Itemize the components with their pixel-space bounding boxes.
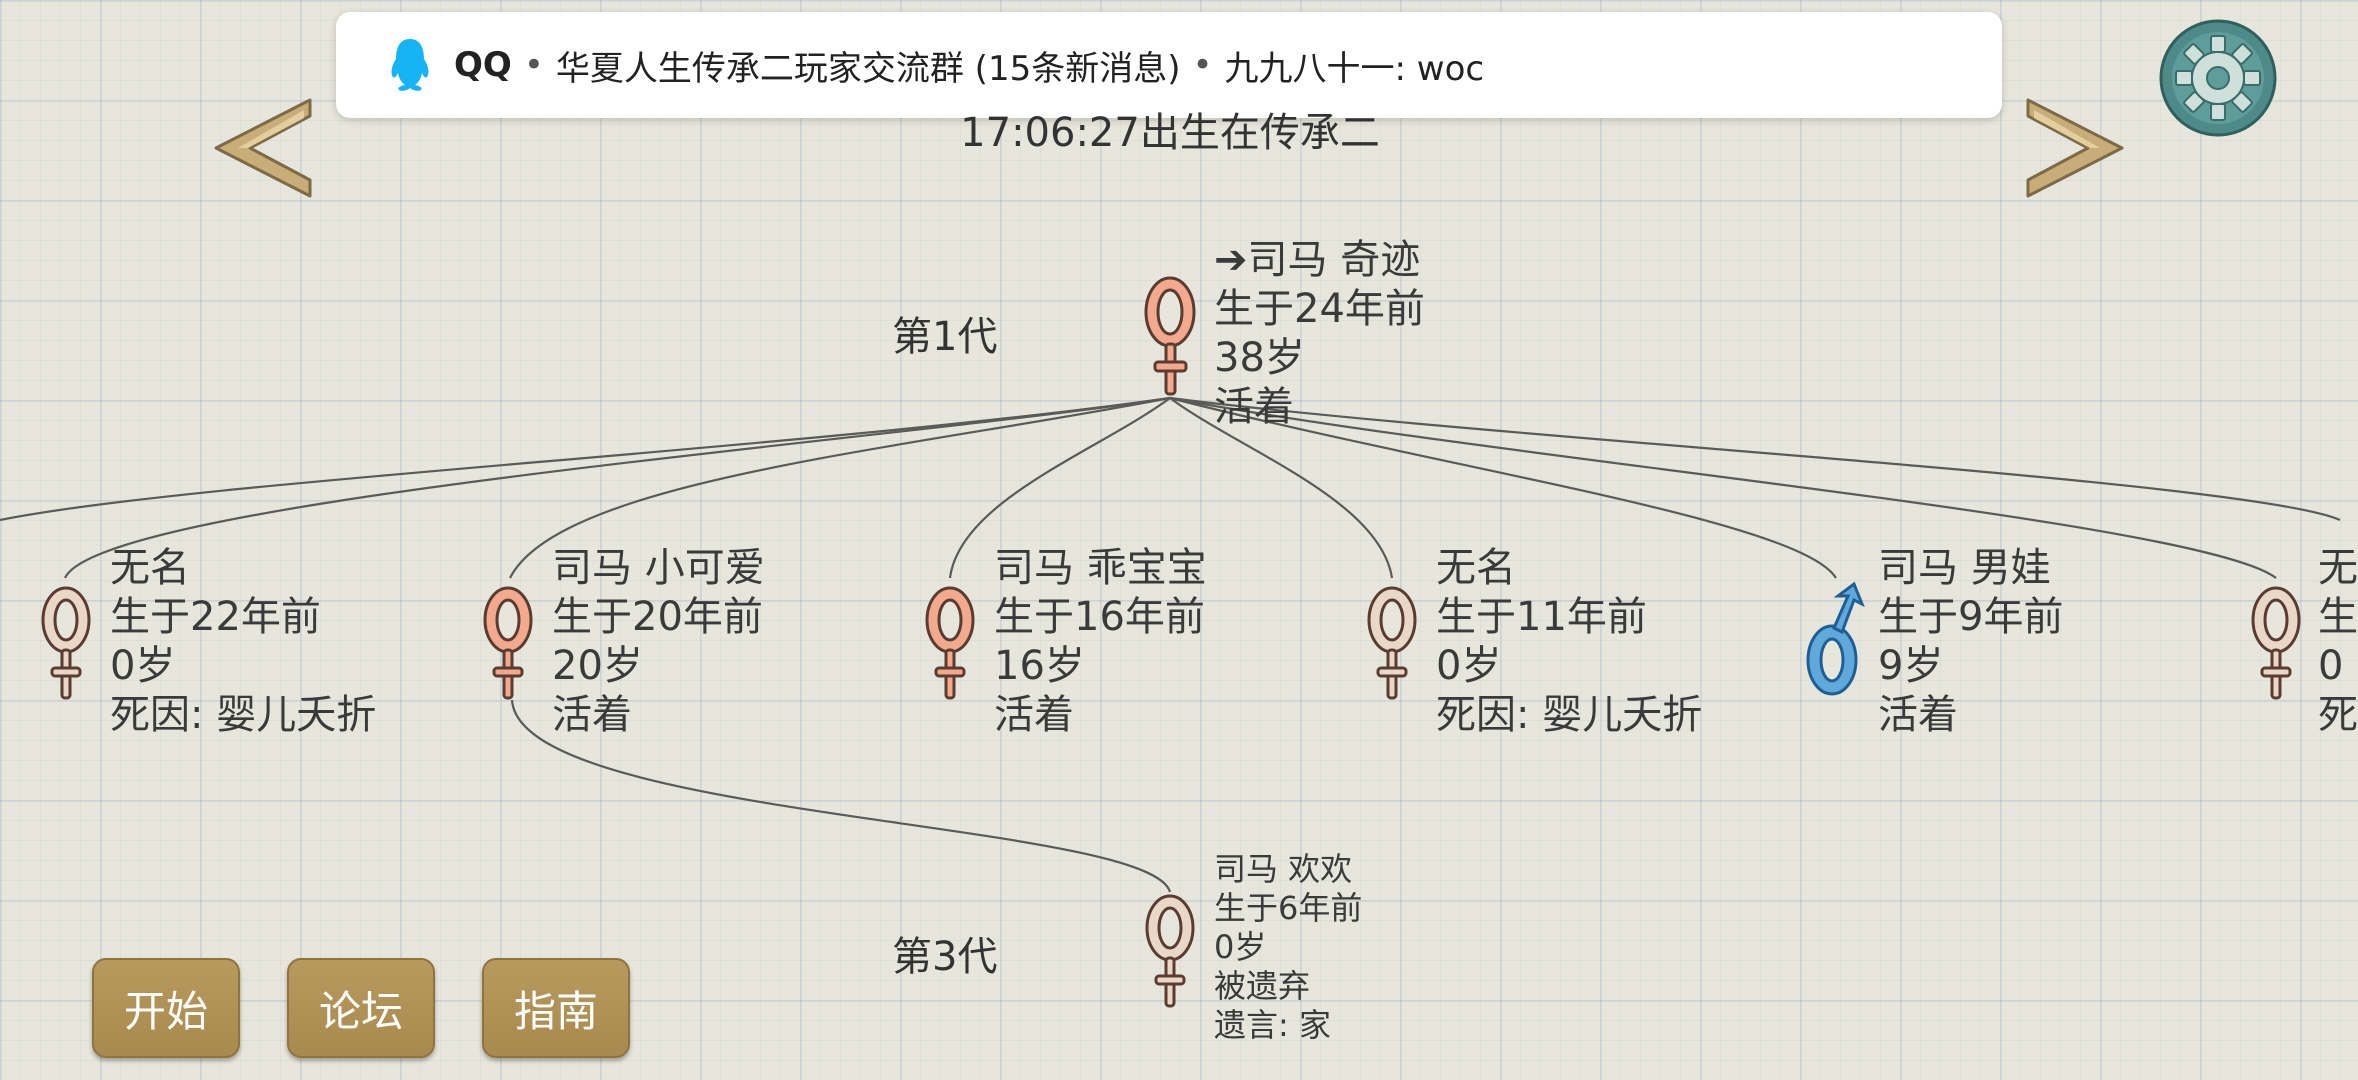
tree-line [1169,397,1394,579]
person-birth: 生于9年前 [1878,594,2064,640]
female-symbol-icon [925,586,975,700]
person-name: 无 [2318,545,2358,591]
person-age: 9岁 [1878,643,1944,689]
person-name: 无名 [1436,545,1516,591]
person-cause: 死 [2318,692,2358,738]
person-birth: 生于11年前 [1436,594,1647,640]
guide-button[interactable]: 指南 [482,958,630,1058]
tree-line [0,396,1171,522]
tree-line [510,699,1172,893]
person-birth: 生于6年前 [1214,889,1363,927]
person-status: 活着 [552,692,632,738]
person-name: 司马 男娃 [1878,545,2051,591]
notification-message: 九九八十一: woc [1224,48,1485,89]
chevron-right-icon[interactable] [2022,96,2126,200]
person-birth: 生于24年前 [1214,286,1425,332]
page-subtitle: 17:06:27出生在传承二 [960,110,1380,156]
person-age: 16岁 [994,643,1085,689]
person-birth: 生于22年前 [110,594,321,640]
person-node[interactable]: 司马 乖宝宝 生于16年前 16岁 活着 [922,544,1282,744]
chevron-left-icon[interactable] [212,96,316,200]
person-info: 无名 生于22年前 0岁 死因: 婴儿夭折 [110,544,376,740]
person-age: 0岁 [1214,928,1267,966]
tree-line [948,397,1171,579]
female-symbol-icon [41,586,91,700]
person-status: 活着 [1214,384,1294,430]
notification-group: 华夏人生传承二玩家交流群 (15条新消息) [555,48,1181,89]
person-name: 司马 乖宝宝 [994,545,1207,591]
person-age: 20岁 [552,643,643,689]
person-info: 无 生 0 死 [2318,544,2358,740]
notification-separator: • [1192,45,1213,85]
tree-line [64,396,1171,579]
tree-line [509,396,1171,579]
forum-button[interactable]: 论坛 [287,958,435,1058]
generation-label: 第1代 [892,314,998,360]
person-birth: 生 [2318,594,2358,640]
person-info: ➔司马 奇迹 生于24年前 38岁 活着 [1214,236,1425,432]
gear-icon[interactable] [2158,18,2278,138]
person-node[interactable]: 无 生 0 死 [2248,544,2358,744]
person-cause: 死因: 婴儿夭折 [110,692,377,738]
tree-line [1169,396,1837,579]
tree-line [1169,396,2341,522]
person-age: 0岁 [110,643,176,689]
person-node[interactable]: 司马 男娃 生于9年前 9岁 活着 [1804,544,2124,744]
female-symbol-icon [483,586,533,700]
person-info: 司马 男娃 生于9年前 9岁 活着 [1878,544,2063,740]
female-symbol-icon [1145,894,1195,1008]
person-name: ➔司马 奇迹 [1214,237,1421,283]
person-age: 38岁 [1214,335,1305,381]
person-birth: 生于20年前 [552,594,763,640]
person-age: 0岁 [1436,643,1502,689]
person-status: 活着 [1878,692,1958,738]
female-symbol-icon [1144,276,1196,396]
person-name: 司马 欢欢 [1214,850,1353,888]
generation-label: 第3代 [892,934,998,980]
person-status: 活着 [994,692,1074,738]
person-last-words: 遗言: 家 [1214,1006,1331,1044]
person-node[interactable]: 司马 小可爱 生于20年前 20岁 活着 [480,544,840,744]
start-button[interactable]: 开始 [92,958,240,1058]
person-node[interactable]: ➔司马 奇迹 生于24年前 38岁 活着 [1140,236,1480,436]
female-symbol-icon [1367,586,1417,700]
female-symbol-icon [2251,586,2301,700]
person-cause: 死因: 婴儿夭折 [1436,692,1703,738]
notification-banner[interactable]: QQ • 华夏人生传承二玩家交流群 (15条新消息) • 九九八十一: woc [336,12,2002,118]
person-age: 0 [2318,643,2344,689]
notification-separator: • [523,45,544,85]
person-info: 司马 乖宝宝 生于16年前 16岁 活着 [994,544,1207,740]
qq-penguin-icon [391,39,429,91]
person-name: 司马 小可爱 [552,545,765,591]
person-info: 司马 小可爱 生于20年前 20岁 活着 [552,544,765,740]
person-status: 被遗弃 [1214,967,1311,1005]
person-name: 无名 [110,545,190,591]
person-node[interactable]: 司马 欢欢 生于6年前 0岁 被遗弃 遗言: 家 [1142,850,1402,1060]
person-info: 司马 欢欢 生于6年前 0岁 被遗弃 遗言: 家 [1214,850,1362,1045]
notification-app-name: QQ [454,45,512,85]
person-node[interactable]: 无名 生于22年前 0岁 死因: 婴儿夭折 [38,544,438,744]
tree-line [1169,396,2277,579]
person-info: 无名 生于11年前 0岁 死因: 婴儿夭折 [1436,544,1702,740]
person-birth: 生于16年前 [994,594,1205,640]
male-symbol-icon [1806,581,1865,696]
person-node[interactable]: 无名 生于11年前 0岁 死因: 婴儿夭折 [1364,544,1764,744]
